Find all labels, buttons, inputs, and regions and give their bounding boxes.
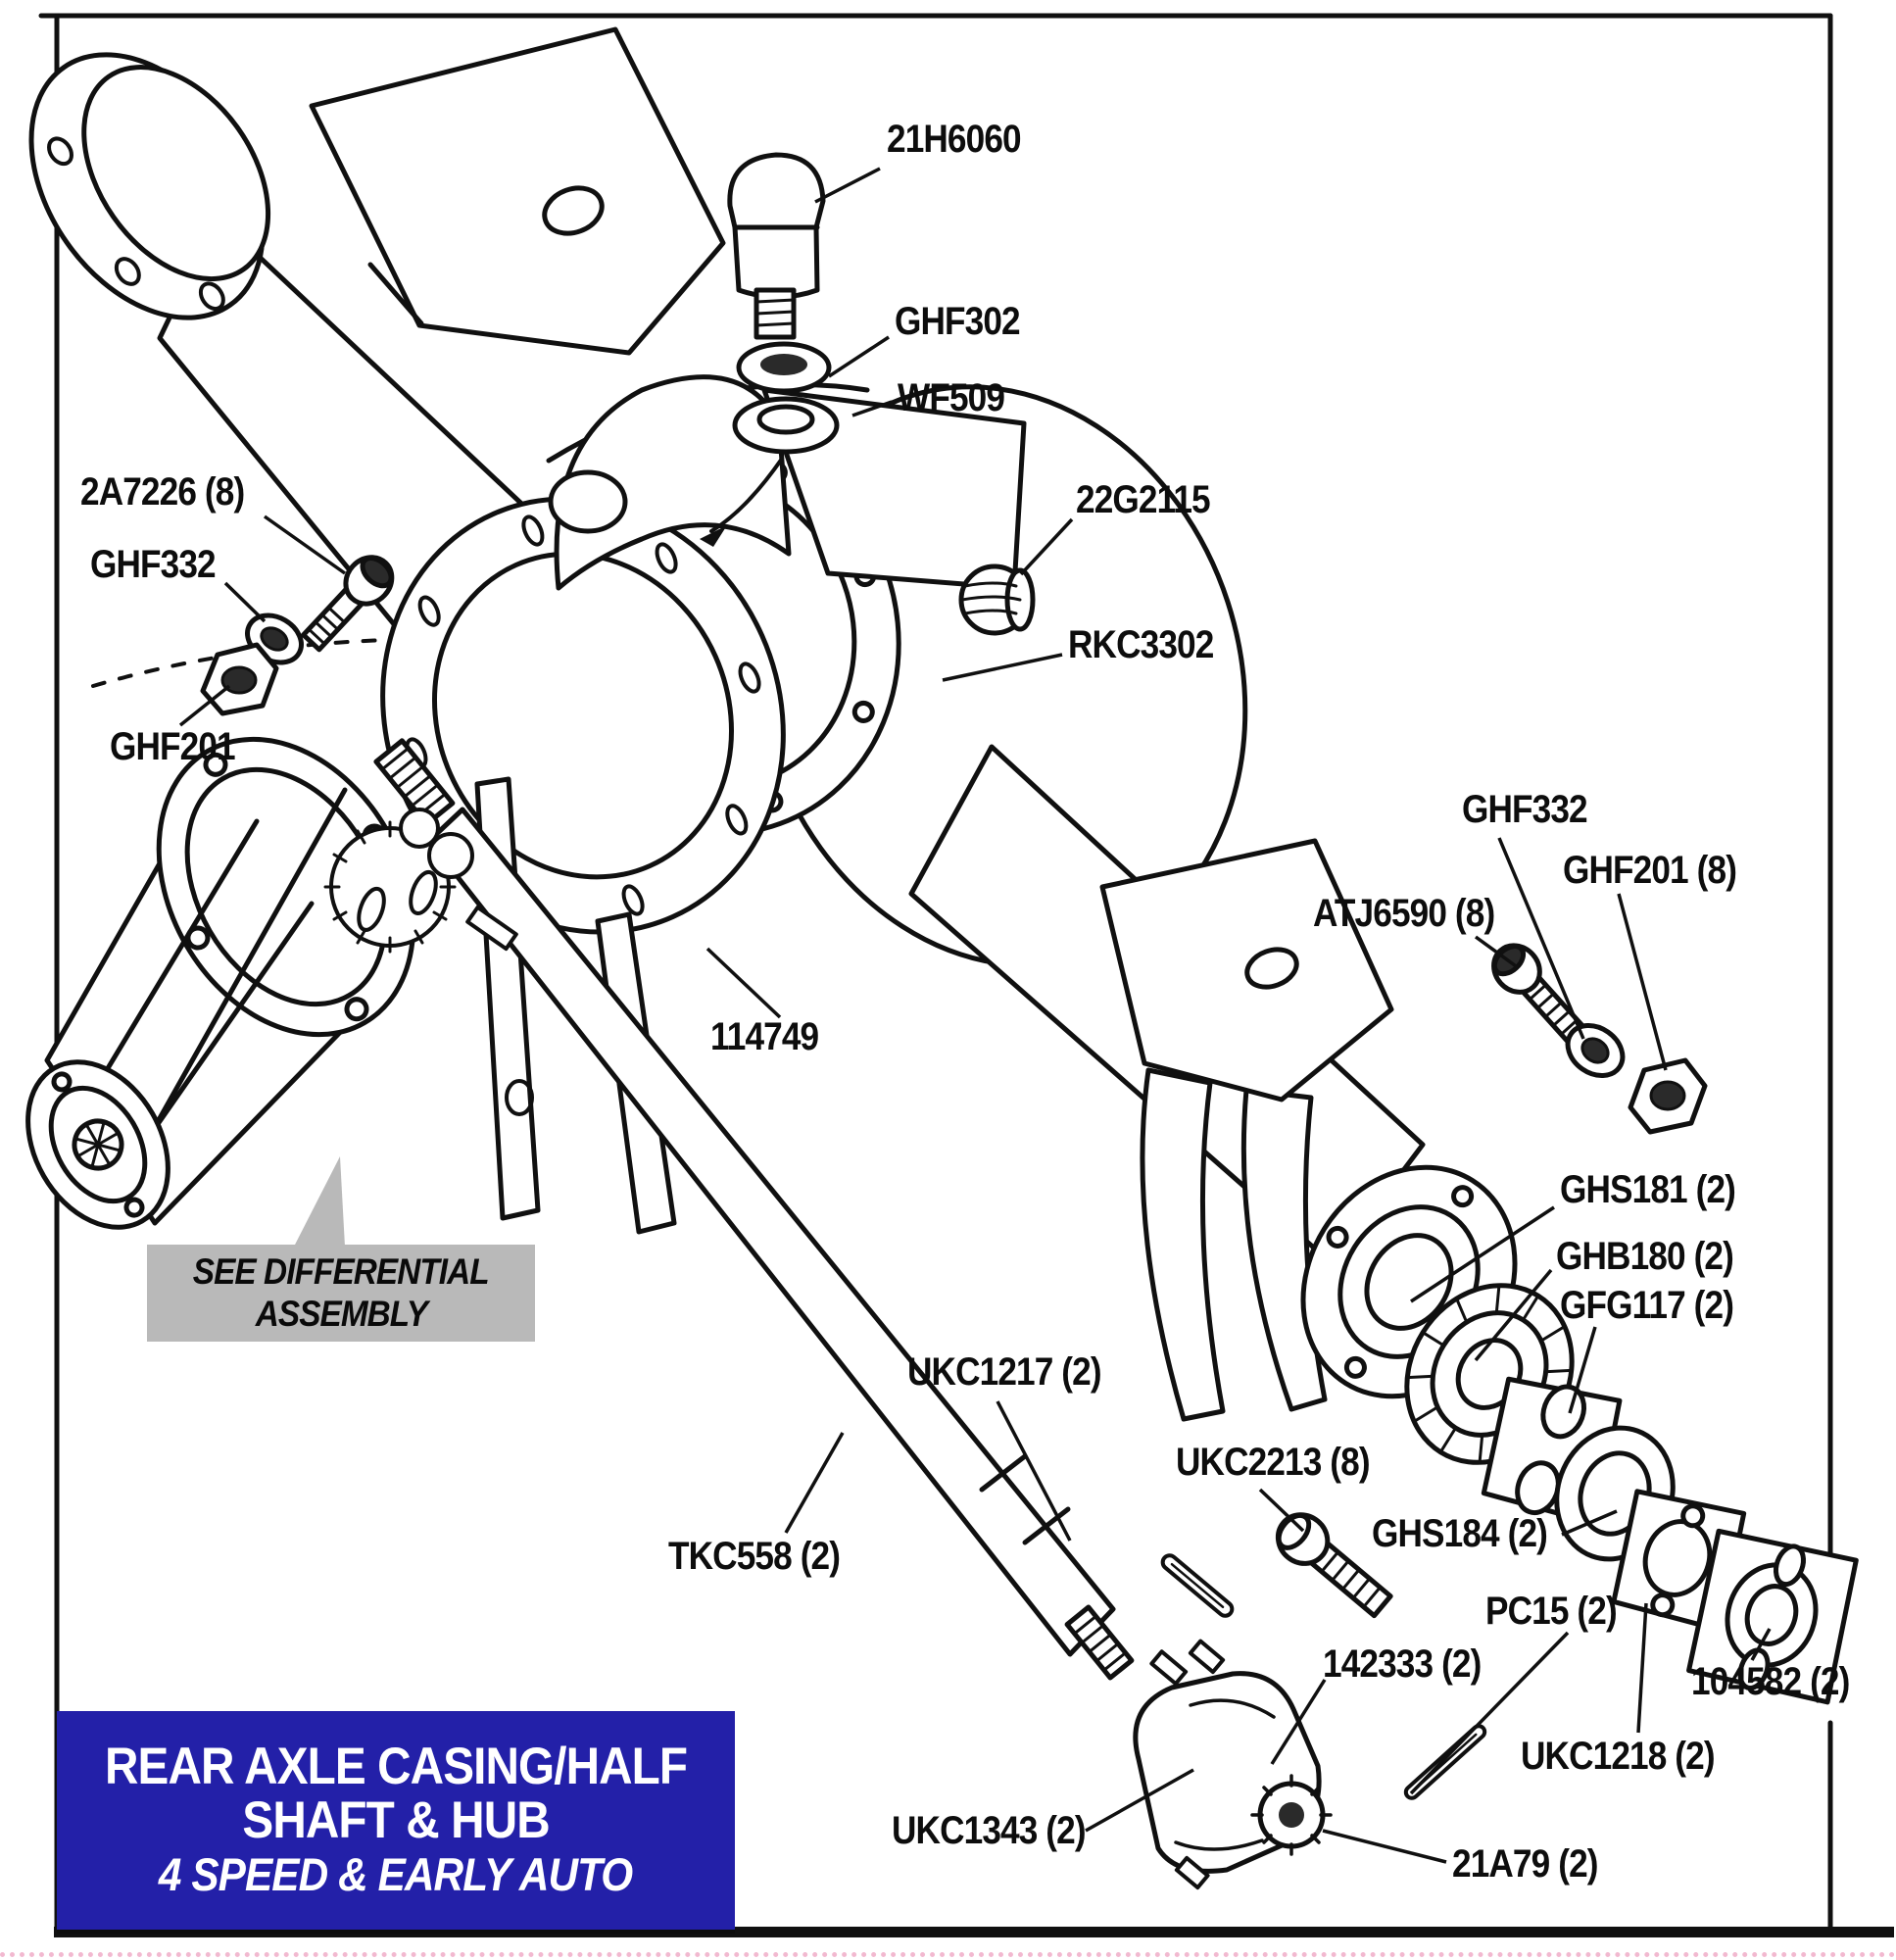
leader-ukc1343 [1085,1768,1194,1833]
nut-ghf201-right [1628,1057,1708,1135]
breather-stem [754,287,797,340]
title-subtitle: 4 SPEED & EARLY AUTO [159,1847,633,1900]
note-line-2: ASSEMBLY [255,1293,427,1334]
frame-border [38,13,1894,1937]
title-line-1: REAR AXLE CASING/HALF [104,1738,688,1796]
breather-washer [732,396,840,455]
breather-seal [736,341,832,394]
half-shaft [373,738,1135,1681]
leader-142333 [1270,1679,1327,1765]
diagram-title-box: REAR AXLE CASING/HALF SHAFT & HUB 4 SPEE… [57,1711,735,1934]
leader-ghs184 [1561,1509,1618,1537]
leader-ghs181 [1410,1205,1555,1303]
title-line-2: SHAFT & HUB [242,1791,550,1850]
leader-2a7226 [263,514,347,575]
drain-plug [958,564,1036,636]
drive-flange [1686,1528,1859,1705]
wheel-stud [1275,1512,1393,1619]
breather-valve [700,152,840,547]
bolt-2a7226 [301,555,395,653]
shaft-key [1160,1553,1235,1618]
leader-ghf332-left [223,581,267,623]
leader-atj6590 [1474,935,1521,970]
axle-shaft-nut [1250,1774,1333,1856]
spring-plate-right [1099,838,1394,1422]
diff-input-flange [25,1059,170,1230]
bottom-dotted-rule [0,1952,1896,1957]
differential-assembly [25,736,518,1230]
leader-tkc558 [784,1432,845,1534]
nut-ghf201-left [200,642,279,716]
leader-ghf201-right [1617,893,1668,1071]
leader-gfg117 [1568,1326,1597,1414]
leader-ghf201-left [178,684,231,727]
leader-ghb180 [1474,1268,1553,1362]
note-pointer-wedge [294,1156,345,1247]
note-line-1: SEE DIFFERENTIAL [193,1250,490,1292]
leader-ukc2213 [1258,1488,1305,1533]
rear-hub [1133,1639,1333,1890]
see-differential-assembly-note: SEE DIFFERENTIAL ASSEMBLY [147,1245,535,1342]
axle-end-flange-left [28,52,271,320]
leader-22g2115 [1019,517,1074,576]
leader-pc15 [1409,1631,1570,1795]
leader-21h6060 [814,167,881,204]
leader-21a79 [1322,1829,1447,1864]
leader-104582 [1750,1628,1772,1661]
leader-ghf332-right [1497,837,1585,1040]
leader-ukc1218 [1636,1602,1648,1734]
leader-114749 [705,947,782,1019]
leader-rkc3302 [942,653,1063,682]
leader-ukc1217 [996,1400,1072,1542]
leader-wf509 [851,400,893,417]
pinion-gear [323,808,518,954]
spring-plate-left [309,26,726,356]
leader-ghf302 [828,335,890,378]
